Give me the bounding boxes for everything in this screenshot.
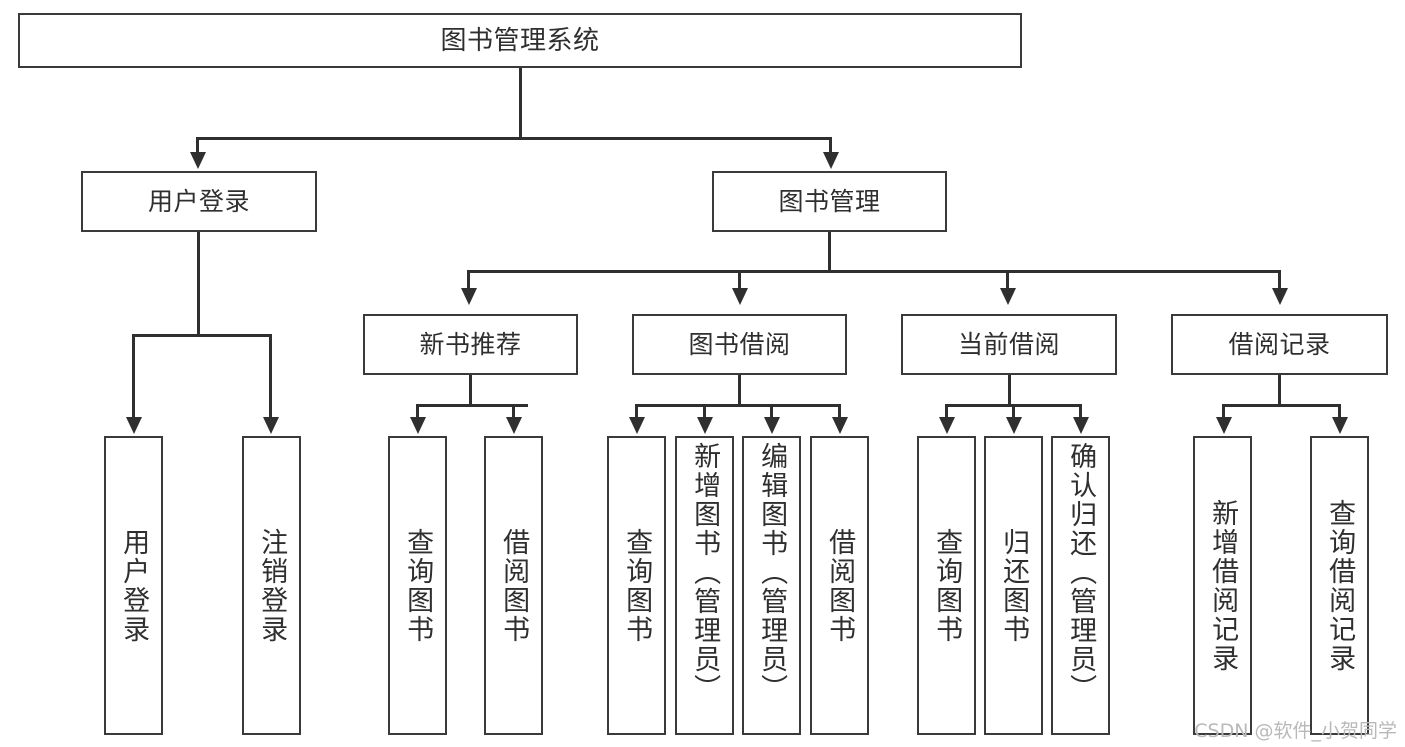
node-leaf-user-login[interactable]: 用户登录 [104,436,163,735]
connector-record-bar [1222,404,1341,407]
connector-current-leaf2 [1012,404,1015,419]
node-label: 新增图书（管理员） [689,442,721,703]
arrow-record-leaf1 [1216,417,1232,434]
node-root-book-management-system[interactable]: 图书管理系统 [18,13,1022,68]
node-label: 查询图书 [931,527,963,644]
node-label: 编辑图书（管理员） [756,442,788,703]
node-leaf-query-borrow-record[interactable]: 查询借阅记录 [1310,436,1369,735]
node-label: 新增借阅记录 [1207,498,1239,673]
arrow-root-to-user-login [190,152,206,169]
node-leaf-borrow-book[interactable]: 借阅图书 [810,436,869,735]
node-label: 用户登录 [118,527,150,644]
node-leaf-logout-login[interactable]: 注销登录 [242,436,301,735]
connector-user-login-leaf2 [269,334,272,419]
connector-book-mgmt-stem [828,232,831,273]
connector-user-login-stem [197,232,200,337]
node-label: 图书管理系统 [440,25,600,56]
arrow-newbook-leaf2 [506,417,522,434]
node-leaf-edit-book-admin[interactable]: 编辑图书（管理员） [742,436,801,735]
arrow-current-leaf1 [939,417,955,434]
connector-book-mgmt-bar [467,270,1281,273]
arrow-current-leaf2 [1006,417,1022,434]
connector-record-stem [1278,375,1281,407]
node-book-management[interactable]: 图书管理 [712,171,947,232]
node-label: 确认归还（管理员） [1065,442,1097,703]
node-leaf-query-book-recommend[interactable]: 查询图书 [388,436,447,735]
node-leaf-borrow-book-recommend[interactable]: 借阅图书 [484,436,543,735]
node-label: 当前借阅 [957,330,1060,359]
connector-bm-to-borrow [738,270,741,290]
node-leaf-add-book-admin[interactable]: 新增图书（管理员） [675,436,734,735]
node-label: 用户登录 [147,187,250,216]
arrow-borrow-leaf1 [629,417,645,434]
arrow-record-leaf2 [1332,417,1348,434]
node-leaf-add-borrow-record[interactable]: 新增借阅记录 [1193,436,1252,735]
connector-borrow-stem [738,375,741,407]
node-label: 归还图书 [998,527,1030,644]
arrow-borrow-leaf3 [764,417,780,434]
arrow-borrow-leaf4 [832,417,848,434]
arrow-bm-to-borrow [732,288,748,305]
node-label: 图书借阅 [688,330,791,359]
arrow-user-login-leaf2 [263,417,279,434]
node-label: 注销登录 [256,527,288,644]
arrow-root-to-book-mgmt [823,152,839,169]
node-label: 查询图书 [402,527,434,644]
node-label: 借阅图书 [498,527,530,644]
connector-user-login-bar [132,334,271,337]
connector-record-leaf1 [1222,404,1225,419]
connector-root-stem [519,67,522,139]
connector-root-to-book-mgmt [829,137,832,155]
connector-bm-to-record [1278,270,1281,290]
connector-borrow-leaf3 [770,404,773,419]
arrow-bm-to-current [1000,288,1016,305]
connector-root-to-user-login [196,137,199,155]
connector-record-leaf2 [1338,404,1341,419]
connector-borrow-leaf1 [635,404,638,419]
node-label: 借阅图书 [824,527,856,644]
connector-borrow-leaf2 [703,404,706,419]
node-label: 查询图书 [621,527,653,644]
connector-newbook-leaf2 [512,404,515,419]
arrow-borrow-leaf2 [697,417,713,434]
node-current-borrow[interactable]: 当前借阅 [901,314,1117,375]
connector-current-leaf1 [945,404,948,419]
node-borrow-record[interactable]: 借阅记录 [1171,314,1388,375]
connector-borrow-leaf4 [838,404,841,419]
node-label: 借阅记录 [1228,330,1331,359]
arrow-newbook-leaf1 [410,417,426,434]
arrow-bm-to-record [1272,288,1288,305]
connector-newbook-bar [416,404,528,407]
connector-root-bar [196,137,832,140]
connector-current-stem [1008,375,1011,407]
connector-newbook-leaf1 [416,404,419,419]
connector-newbook-stem [469,375,472,407]
connector-bm-to-new-book [467,270,470,290]
node-label: 新书推荐 [419,330,522,359]
connector-user-login-leaf1 [132,334,135,419]
node-leaf-return-book[interactable]: 归还图书 [984,436,1043,735]
node-label: 查询借阅记录 [1324,498,1356,673]
connector-current-leaf3 [1079,404,1082,419]
node-label: 图书管理 [778,187,881,216]
node-new-book-recommend[interactable]: 新书推荐 [363,314,578,375]
csdn-watermark: CSDN @软件_小贺同学 [1194,720,1397,742]
node-book-borrow[interactable]: 图书借阅 [632,314,847,375]
node-user-login[interactable]: 用户登录 [81,171,317,232]
connector-bm-to-current [1006,270,1009,290]
connector-borrow-bar [635,404,840,407]
arrow-bm-to-new-book [461,288,477,305]
node-leaf-query-book-current[interactable]: 查询图书 [917,436,976,735]
node-leaf-confirm-return-admin[interactable]: 确认归还（管理员） [1051,436,1110,735]
node-leaf-query-book-borrow[interactable]: 查询图书 [607,436,666,735]
arrow-current-leaf3 [1073,417,1089,434]
arrow-user-login-leaf1 [126,417,142,434]
